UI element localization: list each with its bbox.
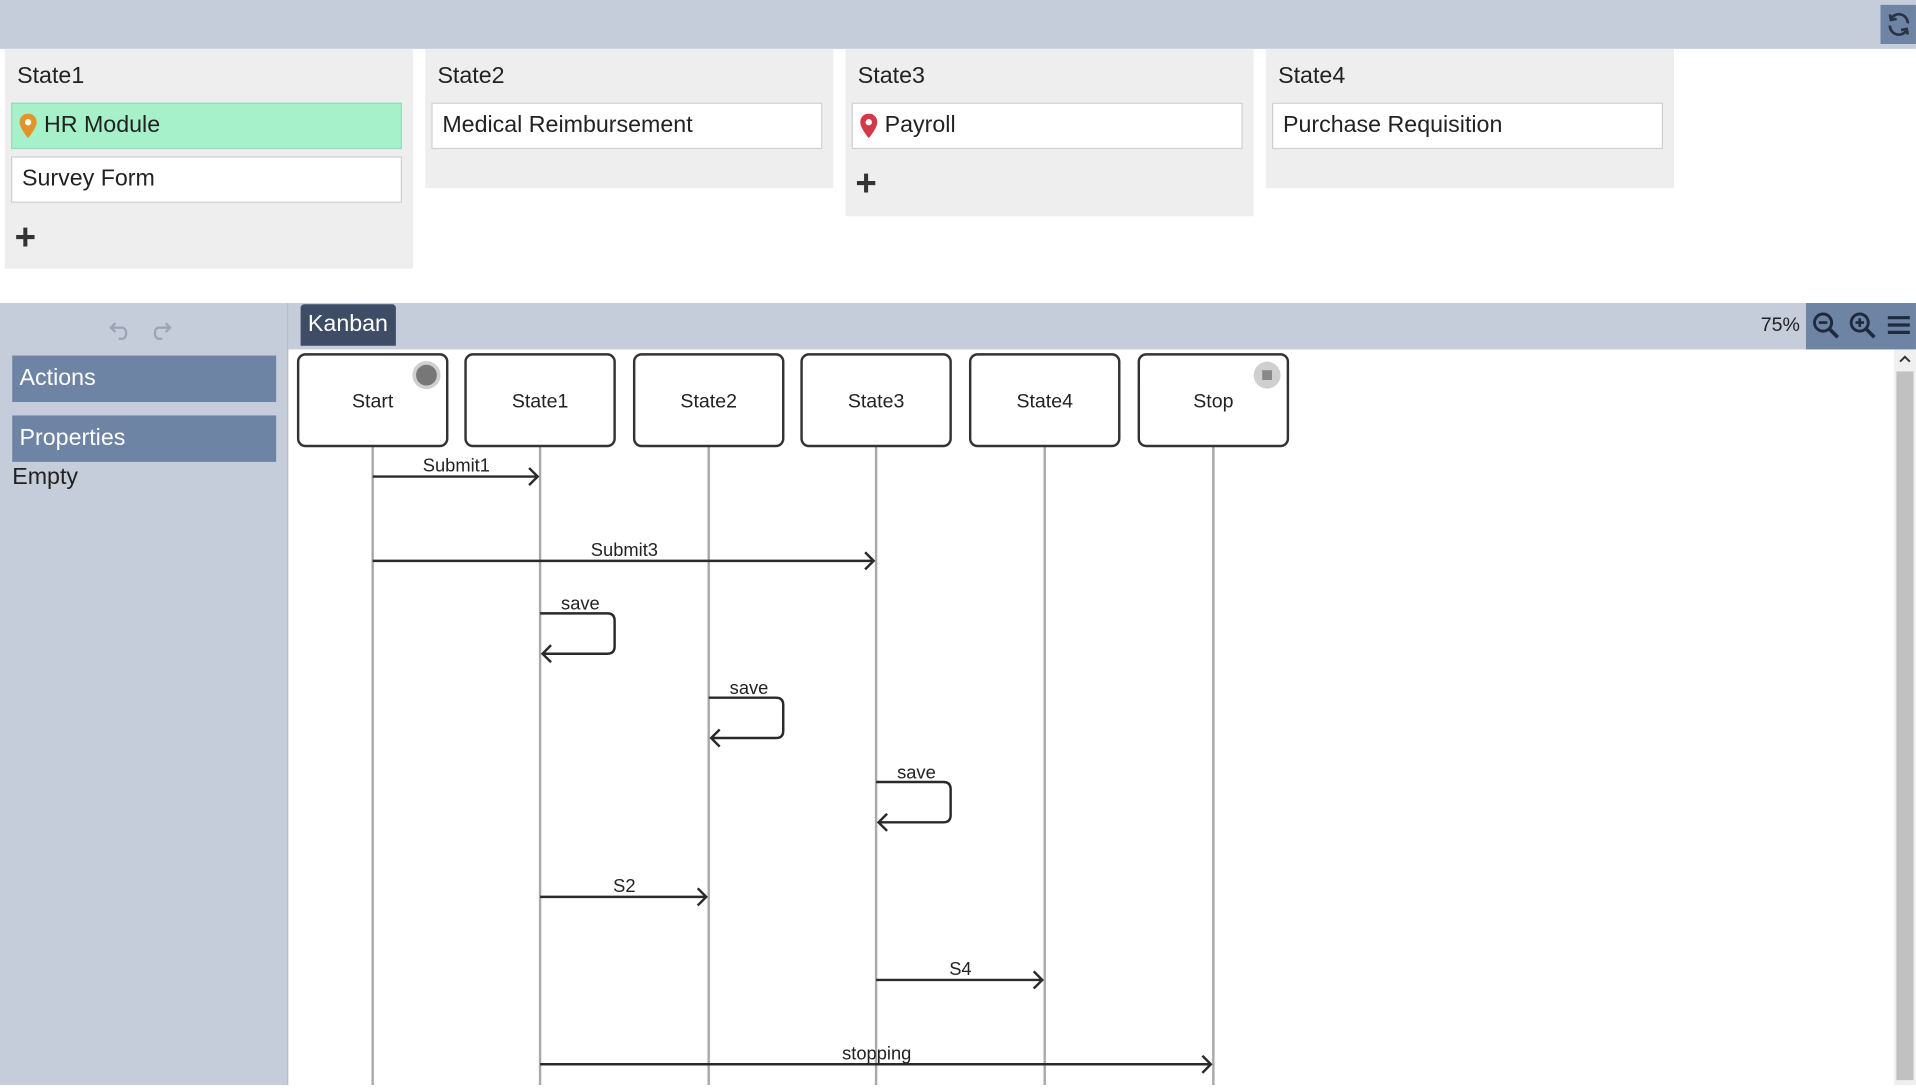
lifeline-box[interactable] [296, 353, 449, 448]
card-label: HR Module [43, 112, 161, 139]
message-label: save [730, 677, 769, 698]
column-title: State3 [857, 63, 925, 90]
board-column-state4: State4 Purchase Requisition [1265, 48, 1675, 189]
lifeline-label: State2 [680, 391, 737, 413]
message-label: S4 [949, 958, 971, 979]
undo-icon[interactable] [108, 315, 135, 342]
zoom-level: 75% [1760, 315, 1800, 337]
card-label: Purchase Requisition [1282, 112, 1503, 139]
board-column-state1: State1 HR Module Survey Form + [4, 48, 414, 269]
left-sidebar: Actions Properties Empty [0, 303, 289, 1086]
message-label: save [561, 593, 600, 614]
board-column-state2: State2 Medical Reimbursement [425, 48, 834, 189]
arrow-head [1201, 1054, 1213, 1074]
message-label: Submit3 [591, 539, 658, 560]
vertical-scrollbar[interactable] [1893, 349, 1916, 1086]
lifeline-label: Start [352, 391, 394, 413]
add-card-button[interactable]: + [855, 163, 877, 205]
lifeline-label: State1 [512, 391, 569, 413]
column-title: State4 [1278, 63, 1346, 90]
board-column-state3: State3 Payroll + [845, 48, 1254, 217]
lifeline-label: State3 [848, 391, 905, 413]
card-label: Medical Reimbursement [442, 112, 693, 139]
tab-kanban[interactable]: Kanban [300, 304, 396, 346]
add-card-button[interactable]: + [14, 217, 37, 258]
editor-toolbar: Kanban 75% [288, 303, 1916, 350]
lifeline-box[interactable] [464, 353, 616, 448]
lifeline-label: Stop [1193, 391, 1233, 413]
diagram-editor: Kanban 75% [288, 303, 1916, 1086]
menu-icon[interactable] [1883, 309, 1915, 341]
properties-panel-header[interactable]: Properties [12, 415, 277, 462]
message-label: stopping [842, 1042, 911, 1063]
scroll-up-icon[interactable] [1898, 353, 1913, 365]
arrow-head [528, 467, 540, 486]
card-medical-reimbursement[interactable]: Medical Reimbursement [431, 102, 823, 150]
lifeline-box[interactable] [968, 353, 1121, 448]
arrow-head [540, 644, 552, 664]
card-label: Payroll [884, 112, 956, 139]
map-pin-icon [19, 113, 37, 139]
message-label: save [897, 761, 936, 782]
redo-icon[interactable] [147, 315, 174, 342]
card-hr-module[interactable]: HR Module [10, 102, 403, 150]
column-title: State2 [437, 63, 505, 90]
card-purchase-requisition[interactable]: Purchase Requisition [1271, 102, 1664, 150]
self-message-line [540, 612, 616, 655]
zoom-toolbar [1805, 303, 1916, 350]
lifeline-box[interactable] [1137, 353, 1290, 448]
card-payroll[interactable]: Payroll [851, 102, 1243, 150]
arrow-head [1032, 970, 1045, 990]
card-survey-form[interactable]: Survey Form [10, 156, 403, 203]
actions-panel-header[interactable]: Actions [12, 355, 277, 403]
arrow-head [864, 551, 876, 571]
card-label: Survey Form [21, 166, 155, 192]
arrow-head [876, 812, 888, 832]
properties-empty-text: Empty [12, 464, 79, 490]
zoom-in-icon[interactable] [1846, 309, 1878, 341]
history-controls [108, 315, 174, 342]
refresh-button[interactable] [1880, 4, 1916, 44]
column-title: State1 [17, 63, 85, 90]
scroll-thumb[interactable] [1896, 371, 1914, 1081]
message-label: Submit1 [423, 455, 490, 476]
arrow-head [709, 728, 721, 748]
lifeline-box[interactable] [800, 353, 952, 448]
lifeline-label: State4 [1016, 391, 1073, 413]
zoom-out-icon[interactable] [1810, 309, 1842, 341]
lifeline-box[interactable] [632, 353, 785, 448]
refresh-icon [1887, 12, 1909, 36]
message-label: S2 [613, 875, 635, 896]
stop-square [1262, 370, 1272, 381]
self-message-line [876, 780, 952, 824]
self-message-line [708, 696, 785, 740]
start-node-icon [412, 361, 441, 390]
top-toolbar [0, 0, 1916, 49]
map-pin-icon [860, 113, 878, 139]
arrow-head [696, 887, 708, 907]
sequence-diagram: Start State1 State2 State3 State4 StopSubmit1… [296, 353, 1290, 1086]
